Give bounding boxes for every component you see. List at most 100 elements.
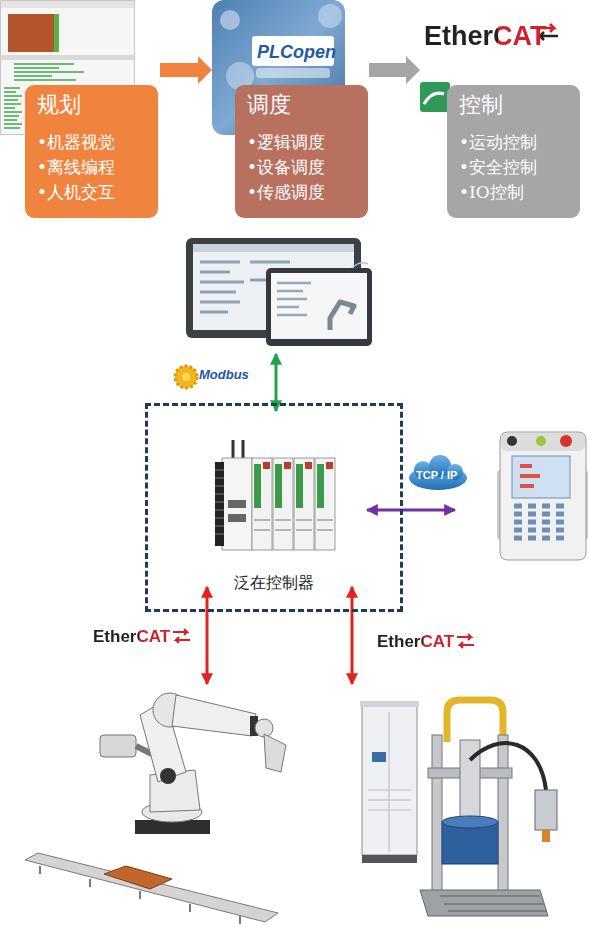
- protocol-logo: EtherCAT: [377, 632, 454, 652]
- teach-pendant: [497, 432, 588, 560]
- controller-group: 泛在控制器: [145, 403, 403, 612]
- io-module: [315, 458, 335, 550]
- tcpip-arrow: [367, 509, 455, 512]
- robot-joint: [160, 768, 176, 784]
- module-logo: [263, 462, 270, 469]
- io-module: [294, 458, 314, 550]
- decor-line: [352, 263, 368, 268]
- cabinet-top: [360, 701, 419, 707]
- bullet-item: •安全控制: [459, 155, 570, 180]
- stage-title: 调度: [247, 92, 358, 118]
- protocol-logo: EtherCAT: [424, 20, 547, 52]
- bullet-list: •机器视觉•离线编程•人机交互: [37, 130, 148, 205]
- emergency-stop: [560, 435, 572, 447]
- cabinet-lines: [368, 712, 411, 852]
- ethercat-arrow: [206, 587, 209, 684]
- bullet-list: •运动控制•安全控制•IO控制: [459, 130, 570, 205]
- rail-carriage: [104, 866, 172, 889]
- stage-box: 控制 •运动控制•安全控制•IO控制: [447, 85, 580, 218]
- robot-counterweight: [100, 735, 136, 757]
- drum-top: [442, 816, 498, 828]
- io-module: [273, 458, 293, 550]
- terminal-block: [215, 462, 224, 546]
- screen-header: [193, 244, 354, 252]
- logo-text: PLCopen: [257, 41, 336, 63]
- ethercat-arrow: [351, 587, 354, 684]
- bullet-item: •人机交互: [37, 180, 148, 205]
- tablet-frame: [266, 268, 372, 346]
- pendant-button: [536, 436, 546, 446]
- picture-blur: [318, 4, 342, 28]
- picture-fragment: [420, 82, 450, 112]
- cpu-module: [222, 458, 252, 550]
- cabinet-body: [362, 705, 417, 855]
- robot-forearm: [172, 695, 256, 736]
- rail-beam: [25, 853, 278, 922]
- 3d-view: [8, 14, 54, 52]
- modbus-logo: [175, 366, 197, 388]
- screen-content: [277, 283, 311, 315]
- title-bar: [1, 1, 134, 8]
- io-terminal: [254, 464, 261, 508]
- dispense-valve: [535, 790, 557, 830]
- picture-fragment: [424, 93, 444, 104]
- pendant-top: [501, 433, 585, 451]
- dispense-nozzle: [542, 830, 550, 842]
- terminal-lines: [215, 470, 224, 534]
- module-lines: [254, 520, 333, 530]
- machine-hose: [470, 743, 546, 790]
- port: [228, 514, 246, 522]
- logo-gear-hub: [182, 373, 190, 381]
- io-terminal: [296, 464, 303, 508]
- cabinet-base: [362, 855, 417, 863]
- stage-title: 控制: [459, 92, 570, 118]
- module-logo: [284, 462, 291, 469]
- hmi-tablets: [186, 238, 372, 346]
- pallet-lines: [440, 896, 546, 911]
- stage-panel: 调度•逻辑调度•设备调度•传感调度: [212, 0, 369, 220]
- control-picture: [420, 82, 450, 112]
- port: [228, 500, 246, 508]
- flow-arrow: [160, 56, 212, 84]
- antenna: [232, 440, 235, 460]
- machine-base: [420, 890, 548, 916]
- robot-tool: [264, 734, 286, 772]
- antenna: [242, 440, 245, 460]
- pendant-body: [500, 432, 586, 560]
- toolbar: [1, 55, 134, 60]
- industrial-robot: [100, 693, 286, 834]
- io-terminal: [317, 464, 324, 508]
- io-terminal: [275, 464, 282, 508]
- pendant-screen: [512, 456, 570, 498]
- tablet-screen: [271, 273, 367, 339]
- controller-modules: [215, 440, 335, 550]
- bullet-item: •机器视觉: [37, 130, 148, 155]
- machine-handle: [447, 700, 503, 742]
- stage-title: 规划: [37, 92, 148, 118]
- logo-arrow: [173, 629, 190, 643]
- bullet-item: •运动控制: [459, 130, 570, 155]
- logo-arrow: [457, 634, 474, 648]
- machine-column: [498, 735, 508, 893]
- screen-robot: [330, 302, 354, 330]
- linear-rail: [25, 853, 278, 924]
- protocol-label: TCP / IP: [416, 469, 457, 482]
- group-title: 泛在控制器: [148, 573, 400, 593]
- cabinet-screen: [372, 752, 386, 762]
- dispensing-machine: [420, 700, 557, 916]
- bullet-item: •IO控制: [459, 180, 570, 205]
- module-logo: [305, 462, 312, 469]
- pendant-knob: [507, 436, 517, 446]
- bullet-item: •逻辑调度: [247, 130, 358, 155]
- protocol-logo: EtherCAT: [93, 627, 170, 647]
- tcpip-cloud: [409, 455, 467, 490]
- stage-panel: 规划 •机器视觉•离线编程•人机交互: [0, 0, 160, 220]
- module-logo: [326, 462, 333, 469]
- protocol-logo: Modbus: [199, 367, 249, 383]
- logo-subtext: [256, 68, 330, 78]
- io-module: [252, 458, 272, 550]
- bullet-item: •传感调度: [247, 180, 358, 205]
- stage-box: 调度•逻辑调度•设备调度•传感调度: [235, 85, 368, 218]
